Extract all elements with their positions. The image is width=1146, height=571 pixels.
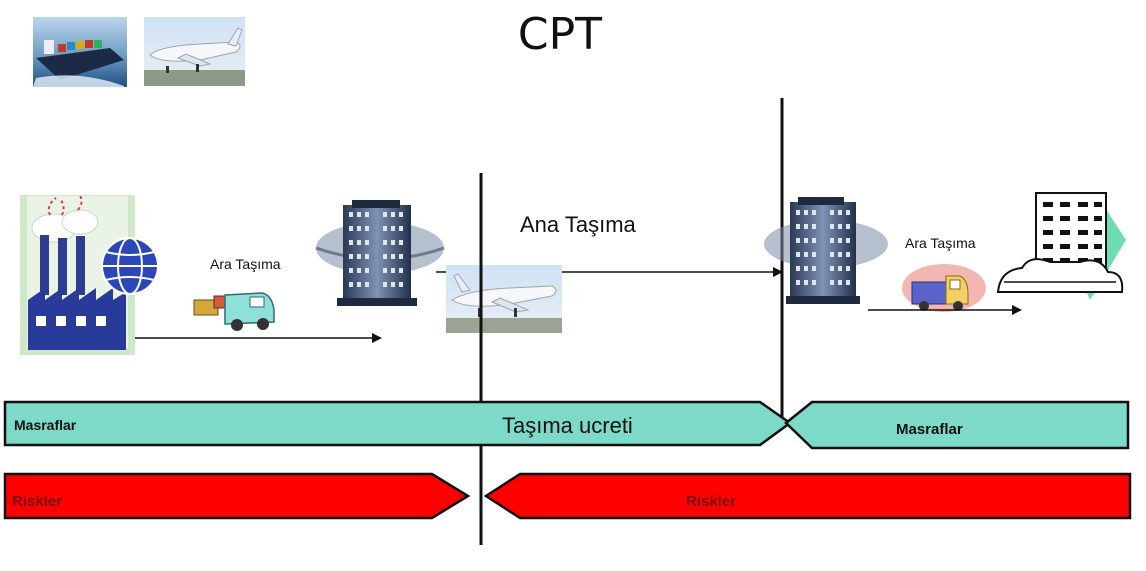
- pre-carriage-label: Ara Taşıma: [210, 256, 281, 272]
- on-carriage-label: Ara Taşıma: [905, 235, 976, 251]
- delivery-truck-icon: [193, 292, 275, 331]
- airplane-icon: [144, 17, 245, 86]
- destination-building-icon: [996, 192, 1126, 300]
- terminal-building-icon: [764, 197, 888, 304]
- main-carriage-arrow: [560, 267, 783, 277]
- cost-band-right: [784, 400, 1130, 450]
- risk-band-left: [3, 472, 471, 520]
- main-carriage-label: Ana Taşıma: [520, 212, 637, 237]
- on-carriage-arrow: [868, 305, 1022, 315]
- risk-band-right: [483, 472, 1132, 520]
- cost-right-label: Masraflar: [896, 421, 963, 438]
- page-title: CPT: [518, 9, 602, 60]
- pre-carriage-arrow: [135, 333, 382, 343]
- airplane-icon: [446, 265, 562, 333]
- cargo-ship-icon: [33, 17, 127, 87]
- terminal-building-icon: [315, 200, 445, 306]
- globe-icon: [101, 237, 159, 295]
- risk-band: Riskler Riskler: [3, 472, 1132, 520]
- risk-right-label: Riskler: [686, 493, 736, 510]
- cost-band: Masraflar Taşıma ucreti Masraflar: [3, 400, 1130, 450]
- risk-left-label: Riskler: [12, 493, 62, 510]
- delivery-truck-icon: [902, 264, 986, 312]
- freight-cost-label: Taşıma ucreti: [502, 413, 633, 438]
- cost-left-label: Masraflar: [14, 417, 77, 433]
- cost-band-left: [3, 400, 793, 447]
